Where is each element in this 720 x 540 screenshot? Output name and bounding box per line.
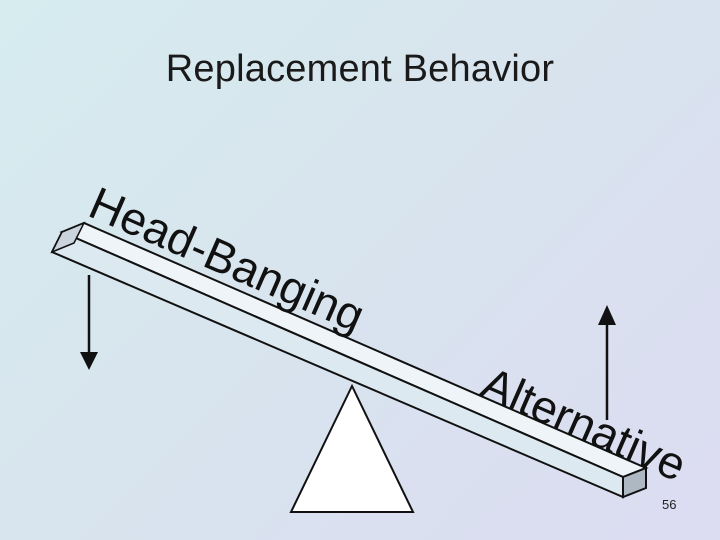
plank-end-face: [622, 466, 647, 499]
fulcrum-triangle: [289, 383, 415, 513]
plank-left-end: [50, 221, 86, 254]
down-arrow-icon: [80, 275, 98, 370]
slide-title: Replacement Behavior: [165, 48, 555, 90]
up-arrow-icon: [598, 305, 616, 420]
page-number: 56: [662, 497, 677, 512]
